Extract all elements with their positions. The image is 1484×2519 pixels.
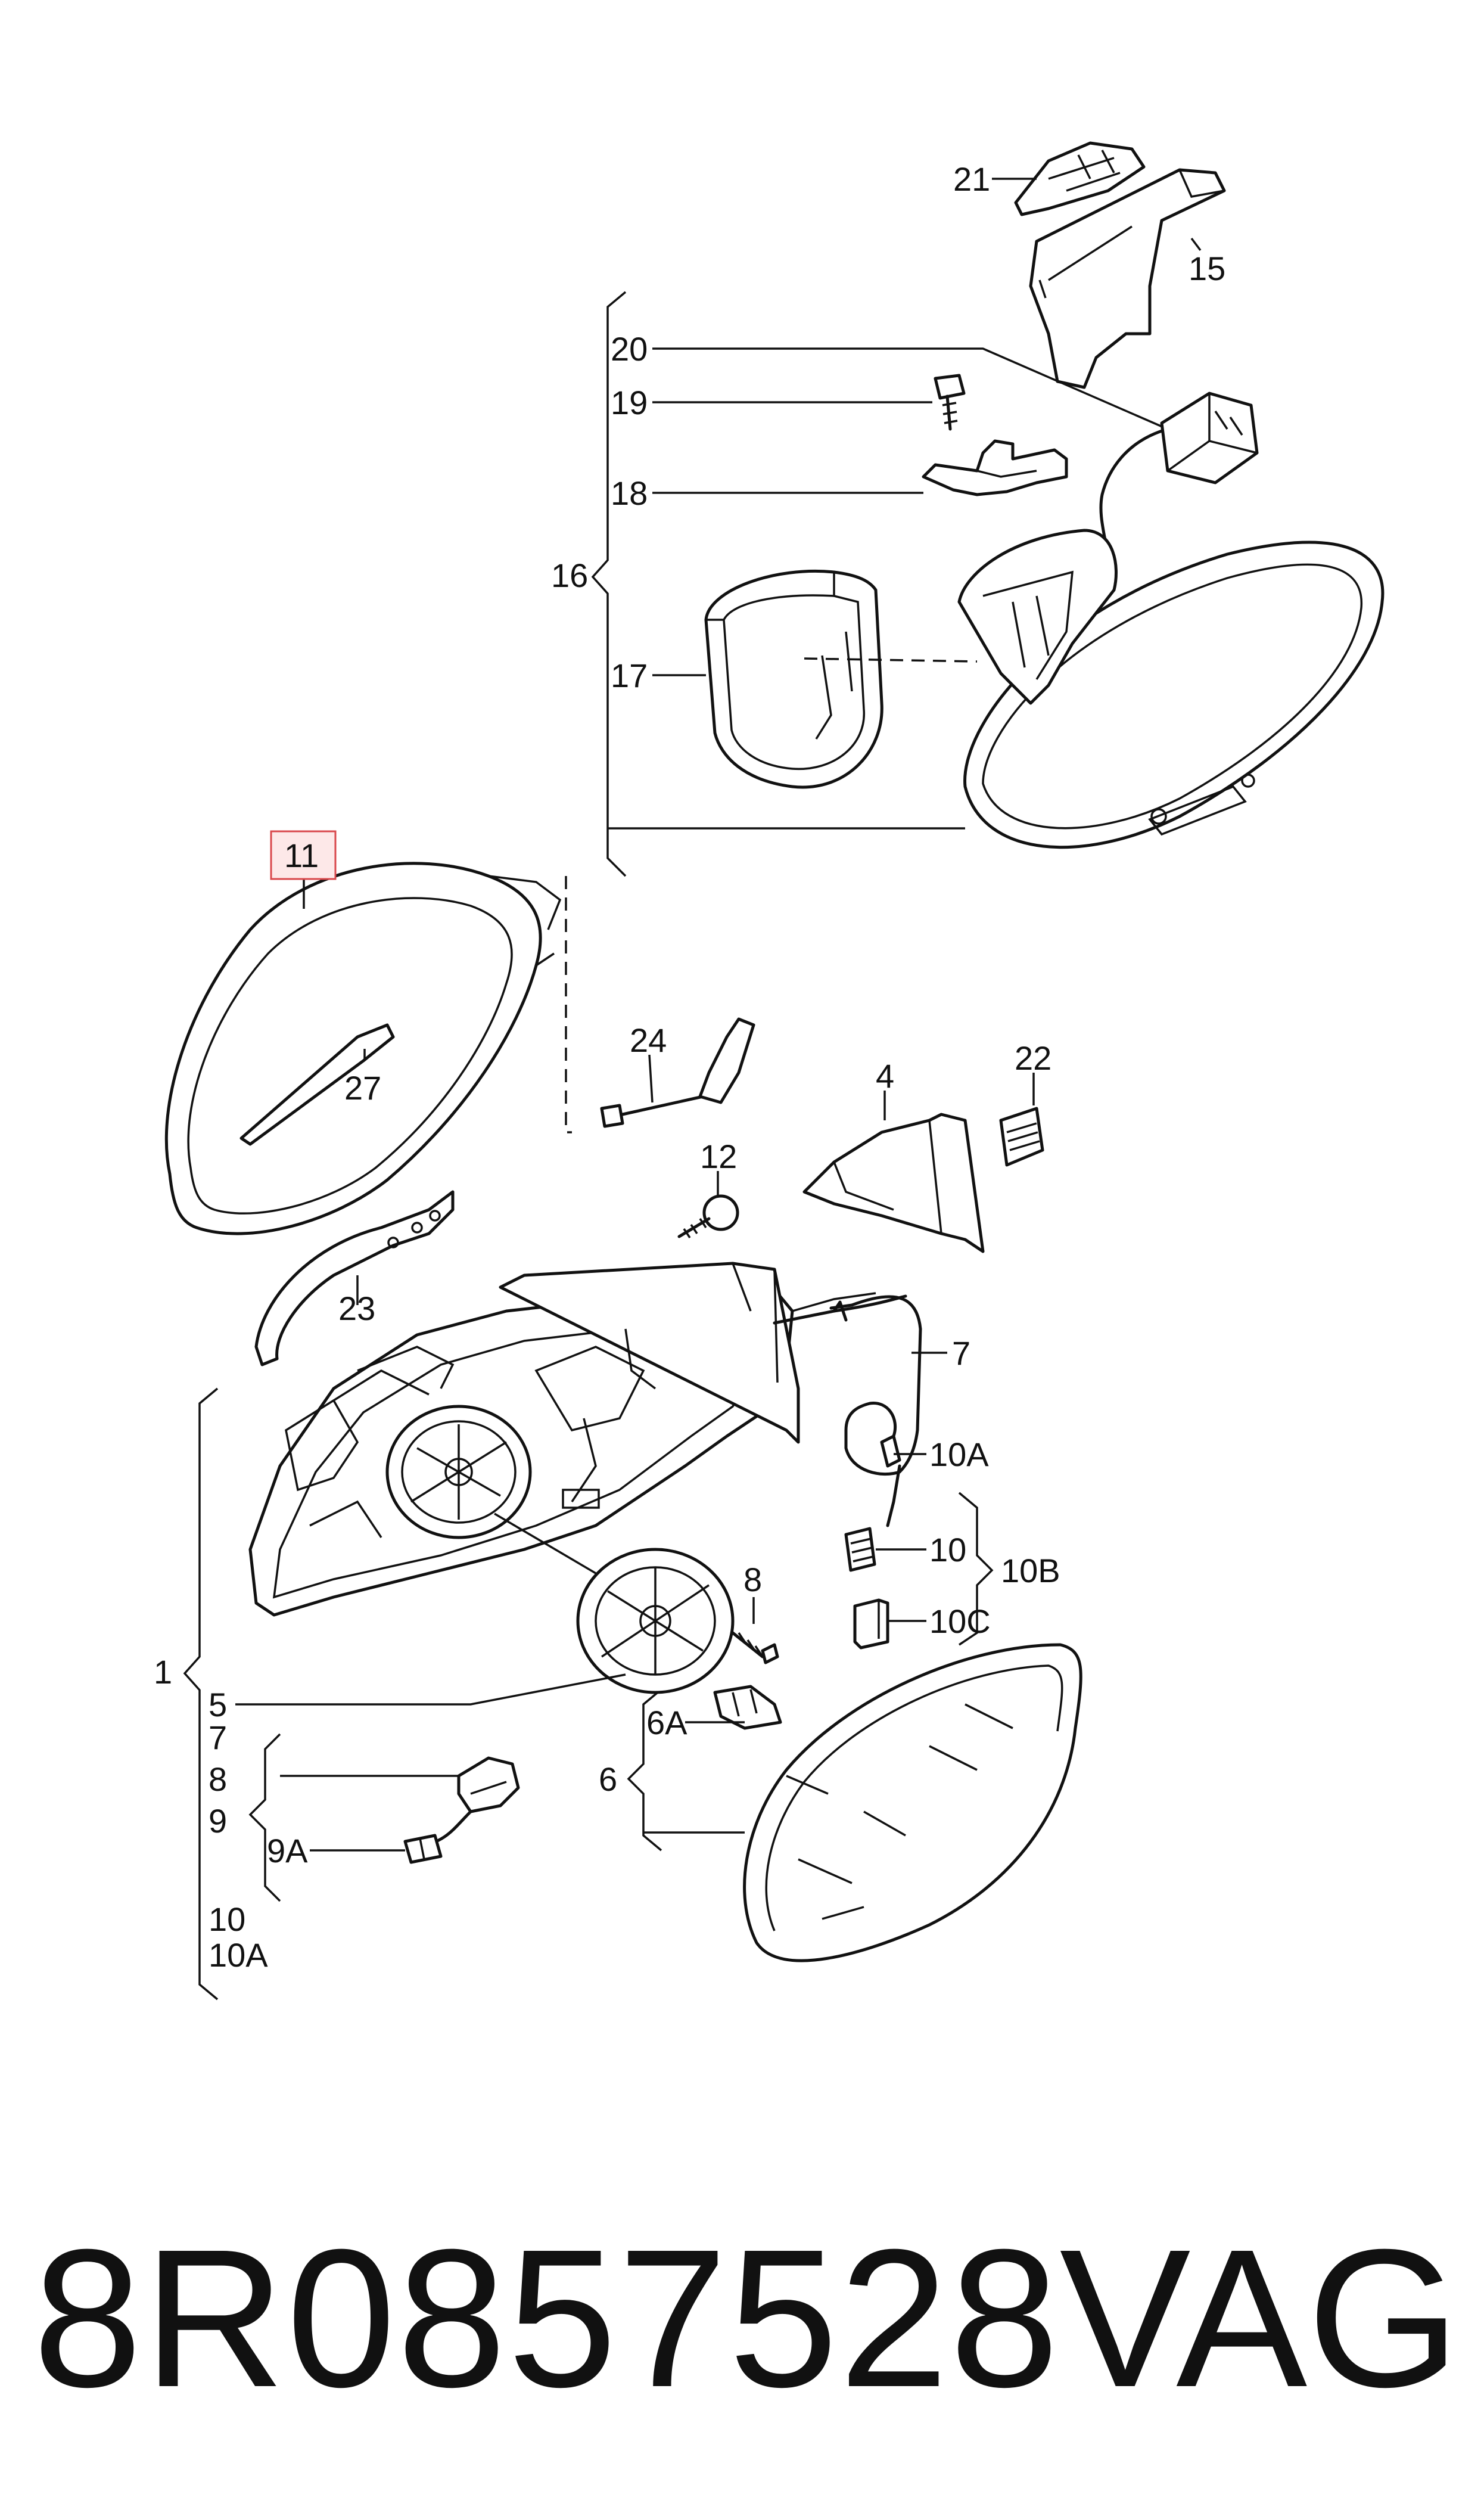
brace-8-9 (248, 1733, 281, 1902)
highlight-box-11 (270, 830, 337, 880)
leader-20 (652, 347, 1168, 430)
part-11-mirror-cap (164, 862, 562, 1235)
brace-10B (958, 1492, 994, 1646)
part-15-base-cover (1029, 168, 1226, 389)
label-4[interactable]: 4 (876, 1057, 894, 1095)
label-27[interactable]: 27 (344, 1069, 381, 1107)
label-6[interactable]: 6 (599, 1760, 617, 1798)
label-1[interactable]: 1 (154, 1653, 172, 1691)
label-22[interactable]: 22 (1015, 1039, 1051, 1077)
brace-6 (627, 1688, 662, 1852)
leader-24 (648, 1054, 654, 1103)
label-18[interactable]: 18 (611, 474, 648, 512)
axis-17 (804, 657, 978, 663)
label-10-right[interactable]: 10 (929, 1531, 966, 1568)
label-10C[interactable]: 10C (929, 1602, 991, 1640)
part-18-bracket (922, 439, 1068, 496)
part-19-screw (934, 374, 966, 431)
part-9-bulb (409, 1756, 520, 1852)
part-10-connector (844, 1527, 876, 1572)
label-10-left[interactable]: 10 (209, 1900, 245, 1938)
label-20[interactable]: 20 (611, 330, 648, 368)
label-9A[interactable]: 9A (267, 1832, 308, 1869)
label-7[interactable]: 7 (952, 1334, 970, 1372)
part-7-cable (773, 1294, 922, 1527)
label-5[interactable]: 5 (209, 1686, 227, 1723)
part-5-adjuster (576, 1548, 735, 1694)
dash-11-24 (565, 876, 572, 1133)
part-8-screw (731, 1631, 779, 1664)
part-9A-connector (403, 1834, 443, 1864)
part-number: 8R0857528 (33, 2208, 1060, 2428)
part-24-lever (600, 1017, 755, 1128)
brace-1 (183, 1387, 219, 2001)
label-10A-left[interactable]: 10A (209, 1936, 268, 1974)
label-11[interactable]: 11 (284, 837, 319, 874)
label-7-left[interactable]: 7 (209, 1719, 227, 1756)
label-6A[interactable]: 6A (646, 1704, 687, 1741)
brand-name: VAG (1059, 2208, 1460, 2428)
part-4-bracket (802, 1113, 985, 1253)
connector-5-axis (494, 1512, 596, 1574)
brace-16 (591, 291, 627, 877)
part-21-clip (1014, 141, 1146, 216)
part-6A-connector (713, 1685, 782, 1730)
leader-15 (1190, 237, 1202, 251)
leader-5 (235, 1673, 626, 1706)
label-17[interactable]: 17 (611, 657, 648, 694)
label-23[interactable]: 23 (338, 1290, 375, 1327)
label-12[interactable]: 12 (700, 1138, 737, 1175)
part-10C-connector (853, 1598, 889, 1650)
part-17-cover (704, 569, 883, 789)
part-23-strip (254, 1190, 455, 1366)
part-16-mirror-base (957, 529, 1385, 849)
label-19[interactable]: 19 (611, 384, 648, 421)
label-10A-right[interactable]: 10A (929, 1436, 989, 1473)
part-6-mirror-glass (743, 1643, 1082, 1962)
part-22-connector (999, 1107, 1044, 1167)
label-16[interactable]: 16 (551, 557, 588, 594)
label-8-left[interactable]: 8 (209, 1760, 227, 1798)
label-24[interactable]: 24 (630, 1021, 667, 1059)
label-9[interactable]: 9 (209, 1802, 227, 1840)
part-1-mirror-housing (248, 1262, 876, 1617)
part-12-screw (677, 1194, 739, 1238)
label-10B[interactable]: 10B (1001, 1552, 1060, 1589)
label-21[interactable]: 21 (953, 160, 990, 198)
label-15[interactable]: 15 (1189, 250, 1225, 287)
label-8-right[interactable]: 8 (743, 1561, 762, 1598)
